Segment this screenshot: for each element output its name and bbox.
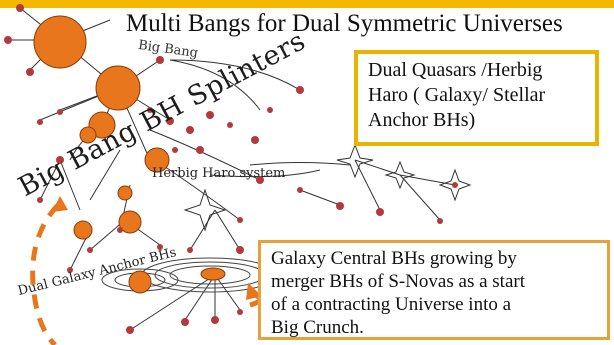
arrow-heads: [52, 196, 262, 300]
splinter-node: [117, 185, 133, 201]
callout-line: Dual Quasars /Herbig: [368, 59, 543, 81]
callout-line: merger BHs of S-Novas as a start: [271, 271, 525, 292]
anchor-node: [200, 267, 226, 281]
callout-line: Anchor BHs): [368, 109, 476, 131]
small-bh-dots: [4, 4, 458, 334]
splinter-node: [95, 65, 141, 111]
splinter-node: [73, 220, 93, 240]
callout-line: of a contracting Universe into a: [271, 294, 512, 315]
anchor-node: [128, 270, 152, 294]
galaxy-callout-box: Galaxy Central BHs growing by merger BHs…: [258, 240, 610, 340]
herbig-haro-stars: [183, 143, 472, 232]
splinter-node: [144, 147, 170, 173]
callout-line: Galaxy Central BHs growing by: [271, 248, 517, 269]
callout-line: Haro ( Galaxy/ Stellar: [368, 84, 546, 106]
bh-nodes: [33, 15, 226, 294]
splinter-node: [118, 210, 142, 234]
quasar-callout-box: Dual Quasars /Herbig Haro ( Galaxy/ Stel…: [354, 50, 599, 146]
callout-line: Big Crunch.: [271, 317, 364, 338]
big-bang-node: [33, 15, 87, 69]
top-banner-strip: [0, 0, 614, 8]
herbig-haro-label: Herbig Haro system: [152, 166, 286, 181]
page-title: Multi Bangs for Dual Symmetric Universes: [126, 10, 563, 37]
splinter-node: [79, 126, 97, 144]
